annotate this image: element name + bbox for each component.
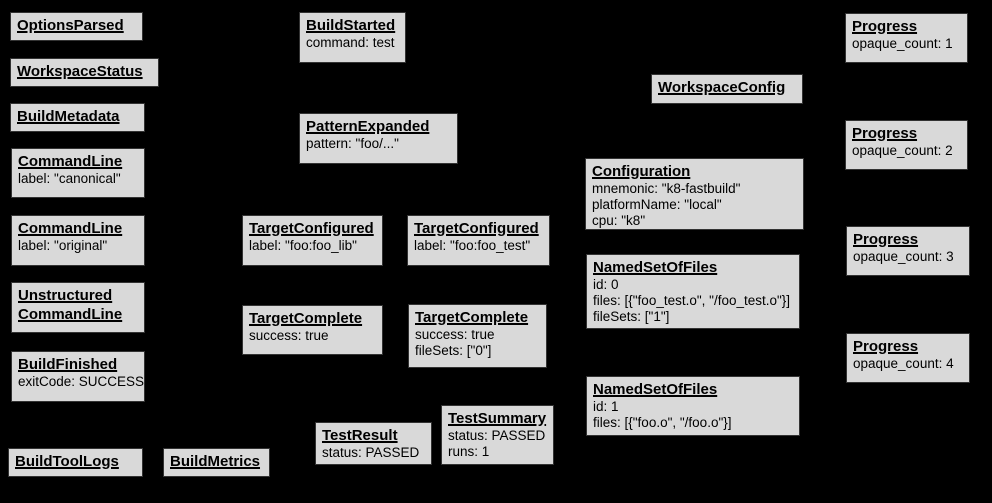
event-box-title: OptionsParsed — [17, 17, 124, 34]
event-box-title: BuildStarted — [306, 17, 396, 34]
event-box-attr: id: 1 — [593, 399, 619, 414]
event-box-title: BuildMetadata — [17, 108, 120, 125]
event-box-title: TargetConfigured — [249, 220, 374, 237]
event-box-build-metadata: BuildMetadata — [10, 103, 145, 132]
event-box-attr: label: "canonical" — [18, 171, 121, 186]
event-box-progress-3: Progress opaque_count: 3 — [846, 226, 970, 276]
event-box-attr: files: [{"foo_test.o", "/foo_test.o"}] — [593, 293, 791, 308]
event-box-title: Configuration — [592, 163, 691, 180]
event-box-attr: opaque_count: 3 — [853, 249, 954, 264]
event-box-attr: opaque_count: 4 — [853, 356, 954, 371]
event-box-attr: status: PASSED — [448, 428, 546, 443]
event-box-command-line-original: CommandLine label: "original" — [11, 215, 145, 266]
event-box-workspace-config: WorkspaceConfig — [651, 74, 803, 104]
event-box-options-parsed: OptionsParsed — [10, 12, 143, 41]
event-box-pattern-expanded: PatternExpanded pattern: "foo/..." — [299, 113, 458, 164]
event-box-title: Unstructured — [18, 287, 113, 304]
event-box-target-configured-foo-lib: TargetConfigured label: "foo:foo_lib" — [242, 215, 383, 266]
event-box-test-result: TestResult status: PASSED — [315, 422, 432, 465]
event-box-attr: exitCode: SUCCESS — [18, 374, 145, 389]
event-box-attr: runs: 1 — [448, 444, 490, 459]
event-box-attr: id: 0 — [593, 277, 619, 292]
event-box-attr: files: [{"foo.o", "/foo.o"}] — [593, 415, 732, 430]
event-box-title: NamedSetOfFiles — [593, 381, 718, 398]
event-box-unstructured-command-line: Unstructured CommandLine — [11, 282, 145, 333]
event-box-build-finished: BuildFinished exitCode: SUCCESS — [11, 351, 145, 402]
event-box-attr: label: "original" — [18, 238, 108, 253]
event-box-progress-1: Progress opaque_count: 1 — [845, 13, 968, 63]
event-box-title: TargetComplete — [415, 309, 529, 326]
event-box-configuration: Configuration mnemonic: "k8-fastbuild" p… — [585, 158, 804, 230]
event-box-title: WorkspaceStatus — [17, 63, 143, 80]
event-box-attr: opaque_count: 2 — [852, 143, 953, 158]
event-box-build-tool-logs: BuildToolLogs — [8, 448, 143, 477]
event-box-attr: platformName: "local" — [592, 197, 722, 212]
event-box-progress-2: Progress opaque_count: 2 — [845, 120, 968, 170]
event-box-workspace-status: WorkspaceStatus — [10, 58, 159, 87]
event-box-title: TestSummary — [448, 410, 547, 427]
event-box-named-set-of-files-0: NamedSetOfFiles id: 0 files: [{"foo_test… — [586, 254, 800, 329]
event-box-title: Progress — [853, 338, 919, 355]
event-box-title: NamedSetOfFiles — [593, 259, 718, 276]
event-box-title: Progress — [852, 125, 918, 142]
event-box-progress-4: Progress opaque_count: 4 — [846, 333, 970, 383]
event-box-title: TargetComplete — [249, 310, 363, 327]
event-box-title: CommandLine — [18, 306, 123, 323]
event-box-title: BuildFinished — [18, 356, 118, 373]
event-box-title: PatternExpanded — [306, 118, 430, 135]
event-box-attr: cpu: "k8" — [592, 213, 646, 228]
event-box-attr: fileSets: ["0"] — [415, 343, 492, 358]
event-box-title: TestResult — [322, 427, 398, 444]
event-box-title: Progress — [852, 18, 918, 35]
event-box-target-complete-foo-lib: TargetComplete success: true — [242, 305, 383, 355]
event-box-title: Progress — [853, 231, 919, 248]
event-box-target-configured-foo-test: TargetConfigured label: "foo:foo_test" — [407, 215, 550, 266]
event-box-named-set-of-files-1: NamedSetOfFiles id: 1 files: [{"foo.o", … — [586, 376, 800, 436]
event-box-attr: label: "foo:foo_test" — [414, 238, 531, 253]
event-box-title: TargetConfigured — [414, 220, 539, 237]
event-box-attr: pattern: "foo/..." — [306, 136, 399, 151]
event-box-title: BuildMetrics — [170, 453, 261, 470]
event-box-attr: success: true — [249, 328, 329, 343]
event-box-attr: status: PASSED — [322, 445, 420, 460]
event-box-build-metrics: BuildMetrics — [163, 448, 270, 477]
event-box-attr: success: true — [415, 327, 495, 342]
event-box-attr: command: test — [306, 35, 395, 50]
event-box-test-summary: TestSummary status: PASSED runs: 1 — [441, 405, 554, 465]
event-box-attr: label: "foo:foo_lib" — [249, 238, 357, 253]
event-box-attr: fileSets: ["1"] — [593, 309, 670, 324]
event-box-title: CommandLine — [18, 153, 123, 170]
event-box-command-line-canonical: CommandLine label: "canonical" — [11, 148, 145, 198]
event-box-attr: opaque_count: 1 — [852, 36, 953, 51]
event-box-build-started: BuildStarted command: test — [299, 12, 406, 63]
event-box-target-complete-foo-test: TargetComplete success: true fileSets: [… — [408, 304, 547, 368]
event-box-title: CommandLine — [18, 220, 123, 237]
event-box-title: WorkspaceConfig — [658, 79, 786, 96]
event-box-attr: mnemonic: "k8-fastbuild" — [592, 181, 741, 196]
event-box-title: BuildToolLogs — [15, 453, 119, 470]
